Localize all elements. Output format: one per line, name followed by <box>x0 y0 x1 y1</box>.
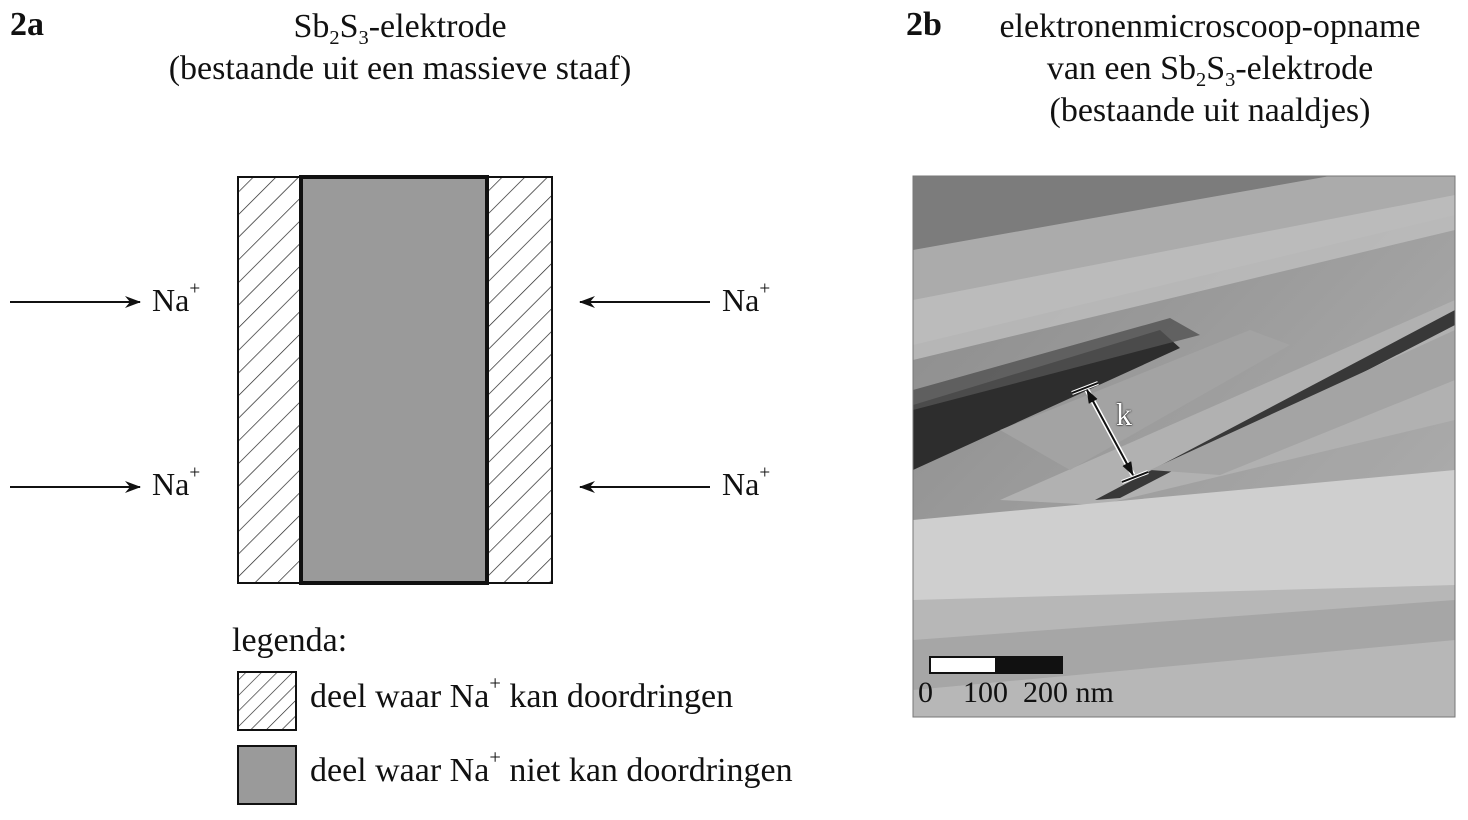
scale-bar-label: 0 100 200 nm <box>918 676 1114 709</box>
measurement-k <box>1071 381 1149 484</box>
measurement-k-label: k <box>1116 396 1132 432</box>
panel-a-title-line1: Sb2S3-elektrode <box>293 8 507 50</box>
electrode-permeable-left <box>237 176 302 584</box>
electrode-permeable-right <box>486 176 553 584</box>
electrode-core <box>299 175 489 585</box>
electron-micrograph <box>913 176 1455 717</box>
legend-item-permeable: deel waar Na+ kan doordringen <box>310 672 734 715</box>
panel-a-title-line2: (bestaande uit een massieve staaf) <box>168 50 632 87</box>
ion-label-left-top: Na+ <box>152 278 201 318</box>
figure-label-2a: 2a <box>10 6 44 43</box>
legend-heading: legenda: <box>232 622 348 659</box>
panel-b-title: elektronenmicroscoop-opname van een Sb2S… <box>960 6 1460 132</box>
scale-bar <box>929 656 1063 674</box>
ion-label-right-bottom: Na+ <box>722 462 771 502</box>
panel-b-title-line1: elektronenmicroscoop-opname <box>999 8 1421 45</box>
electrode <box>237 175 553 585</box>
panel-b-title-line2: van een Sb2S3-elektrode <box>1046 50 1374 92</box>
panel-a-title: Sb2S3-elektrode (bestaande uit een massi… <box>120 6 680 90</box>
panel-b-title-line3: (bestaande uit naaldjes) <box>1049 92 1371 129</box>
figure-label-2b: 2b <box>906 6 942 43</box>
ion-label-right-top: Na+ <box>722 278 771 318</box>
ion-arrows <box>10 296 710 493</box>
ion-label-left-bottom: Na+ <box>152 462 201 502</box>
legend-swatch-permeable <box>237 671 297 731</box>
legend-swatch-impermeable <box>237 745 297 805</box>
legend-item-impermeable: deel waar Na+ niet kan doordringen <box>310 746 793 789</box>
micrograph-frame <box>912 175 1456 718</box>
